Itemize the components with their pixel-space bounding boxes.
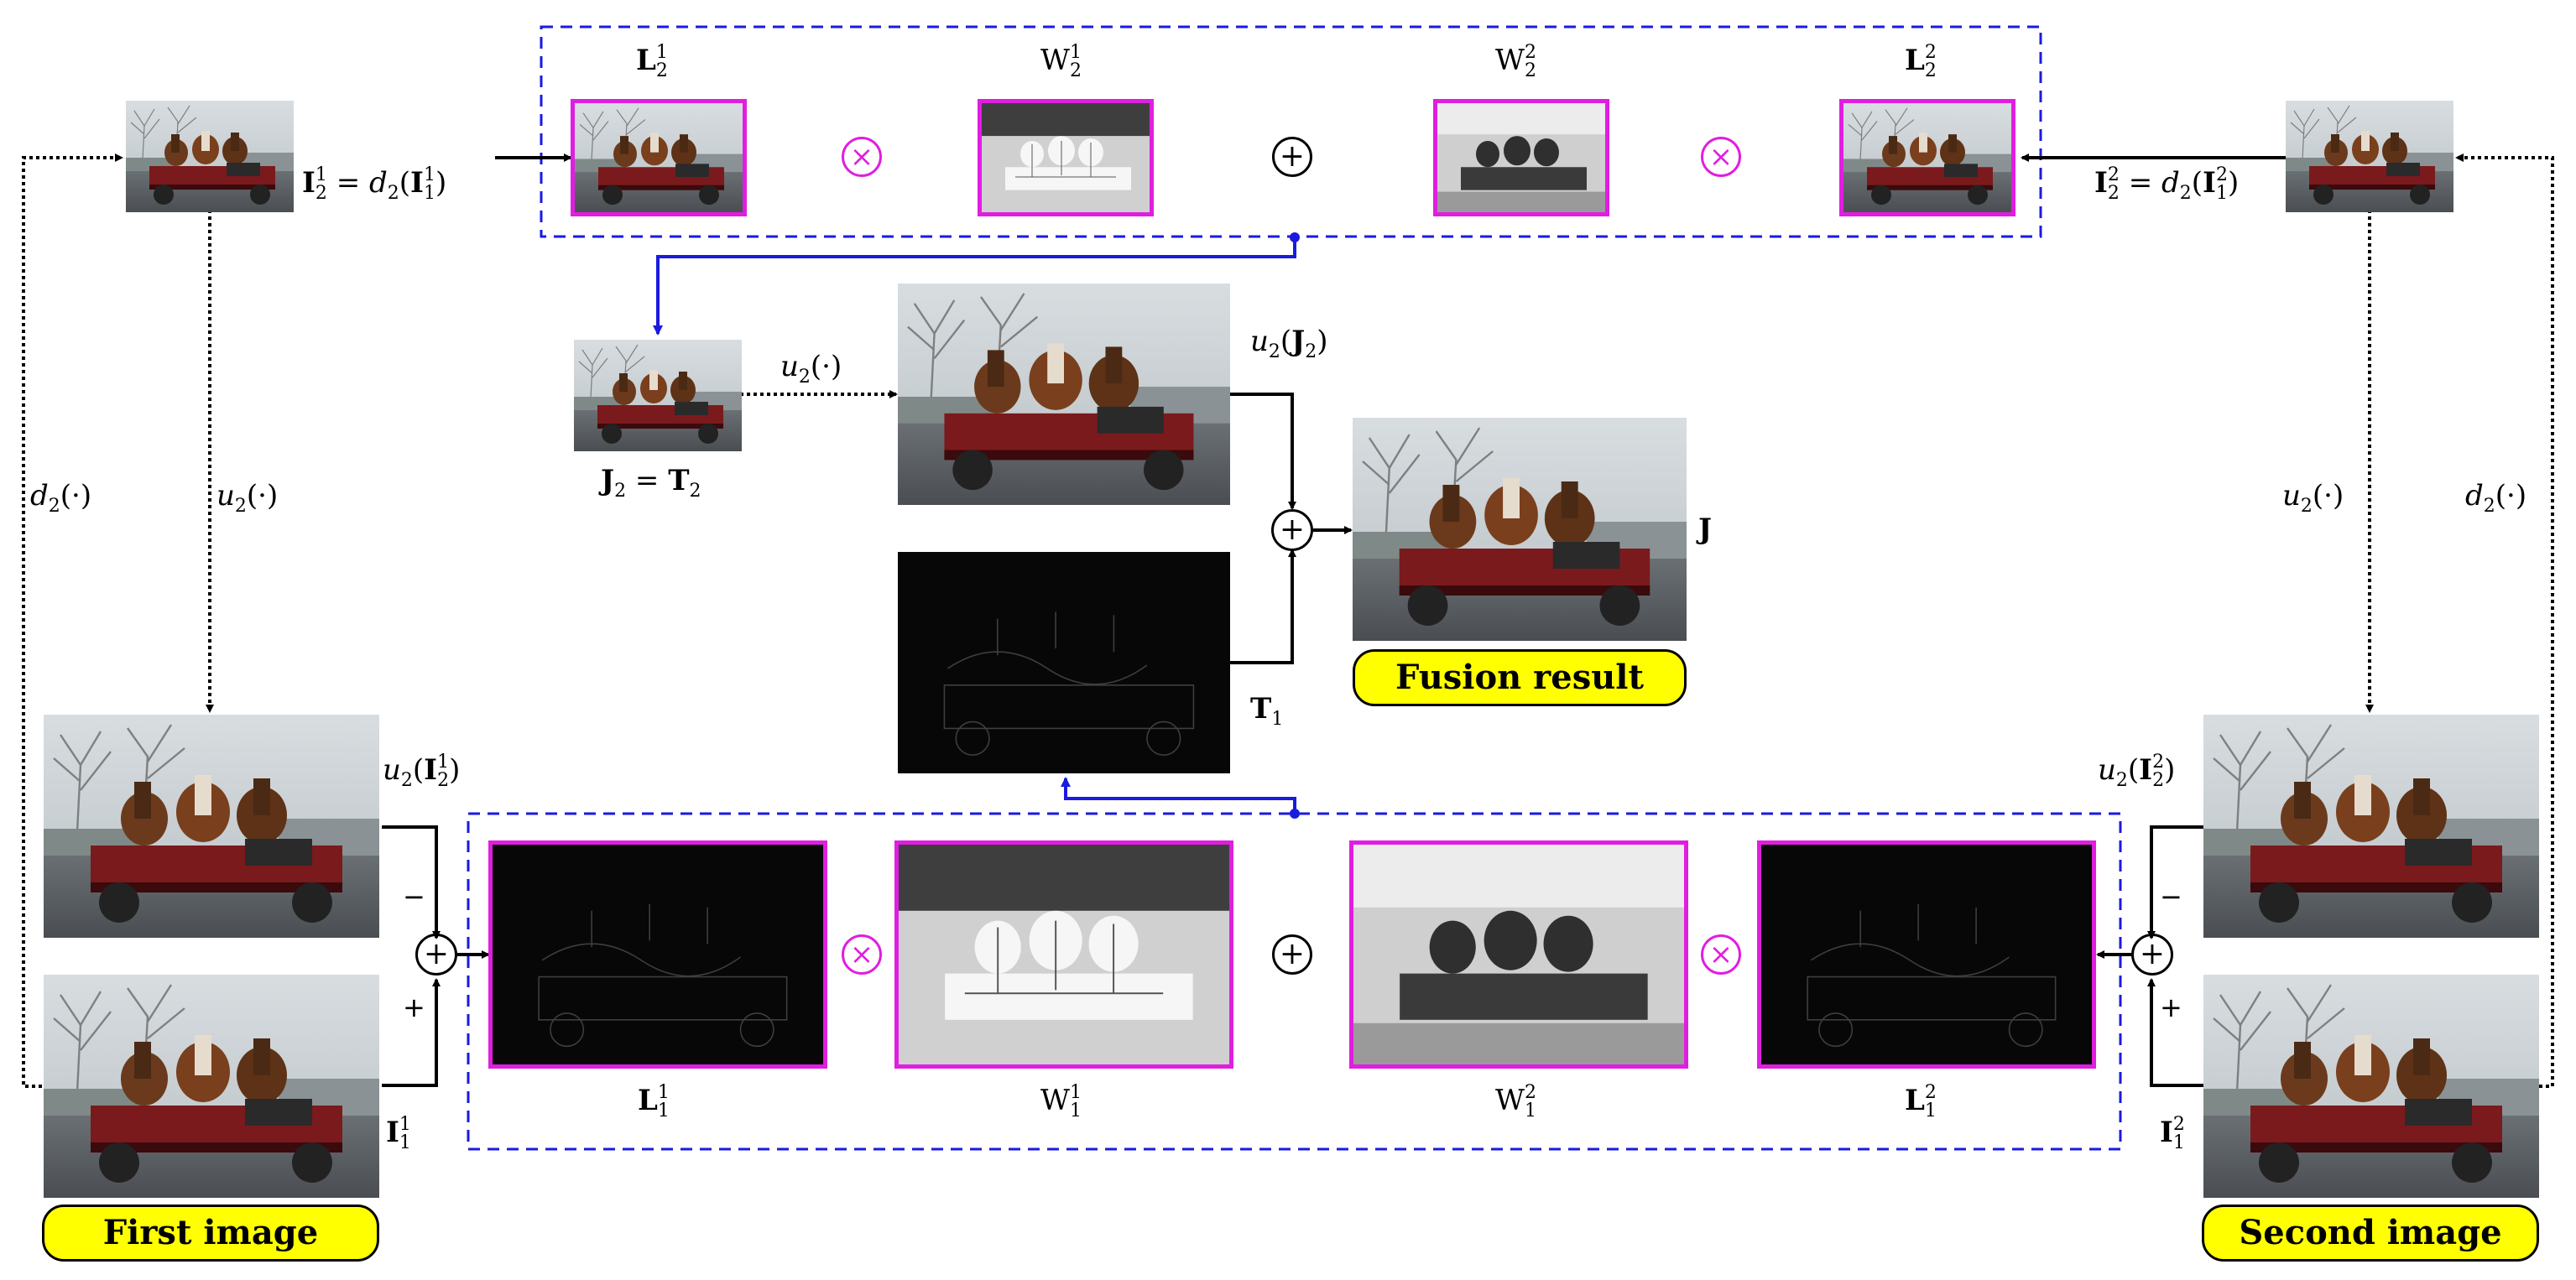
label-u2J2: u2(J2) [1250,325,1328,362]
image-L12 [1757,840,2096,1069]
image-W22 [1433,99,1609,216]
first-image-badge[interactable]: First image [42,1205,379,1262]
label-u2-middle: u2(·) [780,350,842,388]
multiply-icon-top-left: × [842,137,882,177]
sum-icon-right: + [2131,934,2173,976]
label-d2-right: d2(·) [2465,479,2527,517]
image-L21 [571,99,747,216]
label-u2-left: u2(·) [216,479,279,517]
label-J: J [1698,513,1713,546]
equation-J2-T2: J2 = T2 [601,464,701,502]
multiply-icon-bottom-left: × [842,934,882,975]
top-dashed-box [540,25,2042,238]
plus-sign-right: + [2160,991,2182,1023]
image-L11 [488,840,827,1069]
add-icon-bottom: + [1272,934,1312,975]
image-T1 [898,552,1230,773]
sum-icon-left: + [415,934,457,976]
sum-icon-center: + [1271,509,1313,551]
multiply-icon-bottom-right: × [1701,934,1741,975]
image-u2J2 [898,284,1230,505]
image-u2I21 [44,715,379,938]
top-left-thumbnail [126,101,294,212]
minus-sign-right: − [2160,881,2182,913]
fusion-result-badge[interactable]: Fusion result [1353,649,1687,706]
label-u2-right: u2(·) [2282,479,2344,517]
image-fusion-J [1353,418,1687,641]
second-image-badge[interactable]: Second image [2202,1205,2539,1262]
multiply-icon-top-right: × [1701,137,1741,177]
image-L22 [1839,99,2015,216]
minus-sign-left: − [403,881,425,913]
left-d2-path [22,153,123,1088]
plus-sign-left: + [403,991,425,1023]
label-d2-left: d2(·) [30,479,92,517]
label-T1: T1 [1250,692,1284,730]
image-W11 [894,840,1233,1069]
bottom-dashed-box [467,812,2122,1151]
top-right-thumbnail [2286,101,2453,212]
image-I12 [2203,975,2539,1198]
image-I11 [44,975,379,1198]
add-icon-top: + [1272,137,1312,177]
image-W12 [1349,840,1688,1069]
right-d2-path [2455,153,2554,1088]
image-J2 [574,340,742,451]
image-W21 [978,99,1154,216]
image-u2I22 [2203,715,2539,938]
blue-link-bottom [1061,777,1296,814]
blue-link-top [653,237,1296,336]
